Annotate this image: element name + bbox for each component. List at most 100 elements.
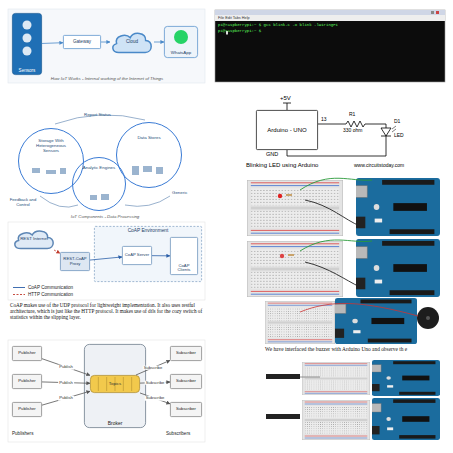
process-arcs (40, 115, 170, 207)
node-text: WhatsApp (171, 51, 191, 56)
legend-sample (12, 292, 26, 297)
outline (15, 231, 53, 248)
legend-text: HTTP Communication (28, 292, 73, 297)
figure-frame (8, 9, 205, 83)
node-text: Analytic Engines (83, 166, 115, 171)
drawing-part (280, 254, 284, 258)
edge-label: Subscribe (145, 380, 166, 385)
edge-label: Subscribe (145, 396, 166, 401)
client-box: CoAP Clients (170, 237, 198, 275)
connector (90, 257, 122, 260)
drawing-part (381, 136, 391, 137)
node-text: Subscriber (176, 351, 196, 356)
environment-group: CoAP EnvironmentCoAP ServerCoAP Clients (94, 226, 202, 282)
drawing-part (369, 360, 440, 396)
outline (113, 33, 151, 52)
proxy-box: REST-CoAP Proxy (60, 252, 90, 271)
drawing-part (300, 240, 372, 251)
connector (42, 359, 90, 376)
connector (154, 42, 164, 43)
drawing-part (288, 254, 294, 256)
drawing-part (305, 200, 360, 226)
cloud-shape: Cloud (110, 30, 154, 54)
outline (94, 226, 201, 281)
drawing-part (426, 316, 430, 320)
process-circle: Storage With Heterogeneous Sensors (18, 128, 84, 194)
drawing-part (132, 166, 139, 175)
drawing-part (287, 103, 288, 110)
group-label: Publishers (12, 431, 33, 436)
node-text: CoAP Environment (128, 228, 169, 233)
website-note: www.circuitstoday.com (354, 163, 404, 169)
publisher-box: Publisher (12, 346, 42, 361)
edge-label: Publish (58, 365, 74, 370)
drawing-part (283, 103, 291, 104)
topic-queue: Topics (90, 375, 140, 393)
internet-cloud: REST Internet (12, 228, 56, 250)
drawing-part (143, 166, 152, 172)
outline (117, 123, 182, 188)
edge-label: Publish (58, 396, 74, 401)
drawing-part (46, 170, 56, 174)
connector (152, 255, 170, 256)
node-text: Sensors (19, 68, 36, 73)
node-text: Broker (108, 421, 123, 427)
drawing-part (215, 10, 445, 82)
sensor-photo-1 (266, 360, 440, 396)
process-circle-outline (18, 128, 84, 194)
flow-label: Feedback and Control (4, 198, 42, 208)
outline (12, 346, 41, 360)
drawing-part (90, 195, 97, 200)
edge-label: Publish (58, 380, 74, 385)
legend-item: CoAP Communication (12, 285, 73, 290)
connector (54, 250, 60, 253)
figure-caption: IoT Components - Data Processing (40, 214, 170, 219)
node-text: Storage With Heterogeneous Sensors (30, 139, 72, 154)
process-circle: Analytic Engines (72, 157, 126, 211)
connector (136, 360, 170, 375)
node-text: Arduino - UNO (267, 127, 306, 134)
terminal-line: pi@raspberrypi:~ $ gcc blink.c -o blink … (218, 23, 338, 28)
outline (12, 374, 41, 388)
drawing-part (125, 196, 170, 206)
legend-line (13, 287, 25, 288)
gateway-box: Gateway (63, 35, 101, 49)
connector (42, 42, 63, 44)
node-text: CoAP Clients (172, 264, 196, 273)
drawing-part (101, 194, 109, 200)
app-icon (174, 30, 188, 44)
node-text: REST-CoAP Proxy (62, 257, 88, 266)
device-icons (32, 166, 163, 200)
subscriber-box: Subscriber (170, 346, 202, 361)
connector (42, 391, 90, 405)
drawing-part (265, 301, 335, 344)
terminal-line: pi@raspberrypi:~ $ (218, 29, 261, 34)
drawing-part (247, 241, 343, 297)
node-text: Subscriber (176, 379, 196, 384)
drawing-part (286, 194, 292, 196)
drawing-part (215, 15, 445, 21)
drawing-part (60, 168, 66, 174)
outline (170, 402, 201, 416)
process-circle-outline (116, 122, 182, 188)
part-name: R1 (349, 112, 355, 118)
drawing-part (331, 298, 417, 344)
outline (12, 13, 41, 74)
node-text: Gateway (73, 39, 91, 44)
drawing-part (417, 307, 439, 329)
drawing-part (318, 121, 386, 128)
buzzer-photo (265, 298, 439, 344)
node-text: Subscriber (176, 407, 196, 412)
node-text: Publisher (18, 379, 35, 384)
sensor-panel: Sensors (12, 13, 42, 75)
pin-number: 13 (321, 117, 327, 123)
connector (140, 393, 170, 404)
queue-divider (98, 377, 99, 391)
outline (164, 26, 197, 57)
drawing-part (215, 10, 445, 15)
figure-frame (8, 340, 205, 442)
